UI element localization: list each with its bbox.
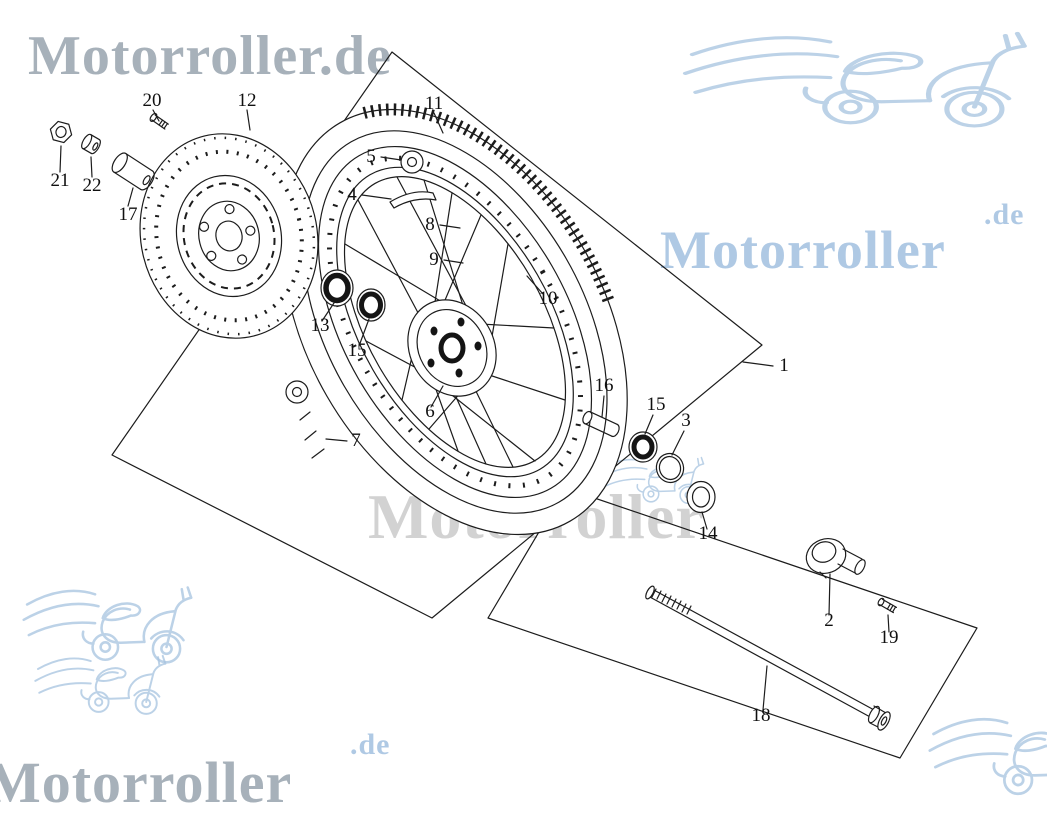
disc-spoke-cutouts <box>182 182 276 290</box>
callout-9: 9 <box>429 249 439 270</box>
callout-16: 16 <box>595 375 614 396</box>
callout-12: 12 <box>238 90 257 111</box>
watermark-brand-bottom-left: Motorroller <box>0 750 292 815</box>
front-axle <box>645 585 891 731</box>
spoke-nipple-ring <box>326 155 584 489</box>
callout-10: 10 <box>539 288 558 309</box>
callout-1: 1 <box>779 355 789 376</box>
speedometer-drive <box>805 538 866 579</box>
disc-bolt <box>149 112 169 130</box>
callout-labels: 20 12 11 5 4 21 22 17 8 9 10 13 15 1 16 … <box>51 90 899 726</box>
callout-18: 18 <box>752 705 771 726</box>
callout-7: 7 <box>351 430 361 451</box>
callout-6: 6 <box>425 401 435 422</box>
callout-20: 20 <box>143 90 162 111</box>
callout-4: 4 <box>347 184 357 205</box>
callout-15-right: 15 <box>647 394 666 415</box>
callout-2: 2 <box>824 610 834 631</box>
callout-14: 14 <box>699 523 719 544</box>
watermark-tld-mid-right: .de <box>984 198 1025 231</box>
axle-nut <box>49 120 73 144</box>
disc-drill-holes <box>154 149 304 323</box>
wheel-hub <box>407 299 497 397</box>
watermark-brand-top-left: Motorroller.de <box>28 25 392 87</box>
callout-15-left: 15 <box>348 340 367 361</box>
bearing-left <box>320 269 354 307</box>
retainer-pin <box>877 597 898 614</box>
hub-bore <box>438 332 466 364</box>
dust-cap <box>686 480 716 514</box>
spacer-tube <box>582 410 620 438</box>
callout-22: 22 <box>83 175 102 196</box>
leader-lines <box>59 109 890 711</box>
washer-nut <box>81 133 101 155</box>
callout-8: 8 <box>425 214 435 235</box>
bearing-right <box>628 431 658 463</box>
callout-21: 21 <box>51 170 70 191</box>
rim-band-part <box>389 191 437 209</box>
callout-13: 13 <box>311 315 330 336</box>
watermark-brand-mid-right: Motorroller <box>660 220 946 280</box>
tire-tread-band <box>362 103 615 305</box>
brake-disc <box>139 133 319 339</box>
rim-tube-section-top <box>400 150 424 174</box>
rim-tube-section-bottom <box>285 380 325 459</box>
axle-frame-box <box>487 487 978 759</box>
callout-11: 11 <box>425 93 443 114</box>
scooter-logo-watermark-left <box>22 586 193 664</box>
scooter-logo-watermark-left-lower <box>34 654 167 715</box>
callout-5: 5 <box>366 146 376 167</box>
scooter-logo-watermark-top-right <box>685 34 1024 126</box>
front-wheel <box>282 103 628 536</box>
callout-17: 17 <box>119 204 138 225</box>
callout-19: 19 <box>880 627 899 648</box>
spacer-sleeve <box>111 152 155 191</box>
scooter-logo-watermark-bottom-right <box>928 714 1047 798</box>
bearing-left-inner <box>356 288 386 322</box>
seal-ring <box>655 452 685 484</box>
watermark-tld-bottom-left: .de <box>350 728 391 761</box>
callout-3: 3 <box>681 410 691 431</box>
